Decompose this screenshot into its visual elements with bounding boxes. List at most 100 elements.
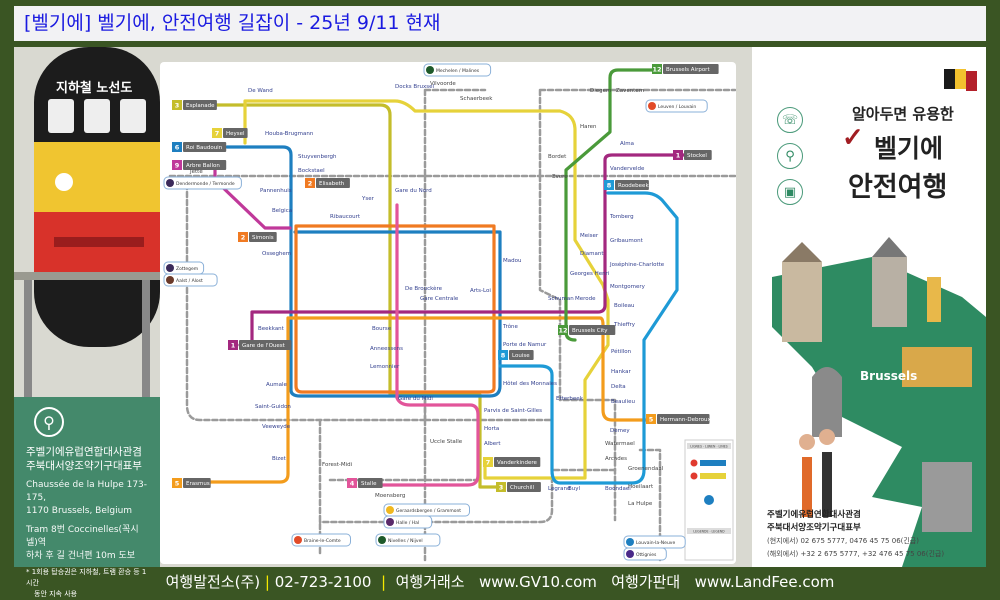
station[interactable]: Houba-Brugmann bbox=[265, 131, 314, 137]
station[interactable]: Gare Centrale bbox=[420, 296, 459, 302]
svg-text:Ribaucourt: Ribaucourt bbox=[330, 214, 361, 220]
station[interactable]: Beekkant bbox=[258, 326, 285, 332]
svg-text:Osseghem: Osseghem bbox=[262, 251, 291, 257]
station[interactable]: Beaulieu bbox=[611, 399, 635, 405]
svg-text:Houba-Brugmann: Houba-Brugmann bbox=[265, 131, 314, 137]
station[interactable]: Osseghem bbox=[262, 251, 291, 257]
svg-text:Gare Centrale: Gare Centrale bbox=[420, 296, 459, 302]
station[interactable]: Bizet bbox=[272, 456, 287, 462]
station[interactable]: Yser bbox=[361, 196, 375, 202]
belgium-flag-icon bbox=[944, 69, 977, 91]
station[interactable]: Jette bbox=[189, 169, 203, 175]
station[interactable]: Ribaucourt bbox=[330, 214, 361, 220]
station[interactable]: Diegem bbox=[590, 88, 611, 94]
station[interactable]: Stuyvenbergh bbox=[298, 154, 337, 160]
station[interactable]: Madou bbox=[503, 258, 521, 264]
station[interactable]: Trône bbox=[502, 323, 519, 330]
svg-text:Roodebeek: Roodebeek bbox=[618, 183, 649, 189]
station[interactable]: Parvis de Saint-Gilles bbox=[484, 408, 542, 414]
subtitle: 알아두면 유용한 bbox=[852, 105, 954, 123]
station[interactable]: Veeweyde bbox=[262, 424, 291, 430]
svg-text:Boileau: Boileau bbox=[614, 303, 634, 309]
station[interactable]: Belgica bbox=[272, 208, 292, 214]
org-name: 주벨기에유럽연합대사관겸 bbox=[767, 510, 861, 520]
station[interactable]: Arts-Loi bbox=[470, 288, 491, 294]
station[interactable]: Alma bbox=[620, 141, 634, 147]
station[interactable]: Haren bbox=[580, 124, 597, 130]
station[interactable]: Vilvoorde bbox=[430, 81, 456, 87]
train-label: 지하철 노선도 bbox=[56, 81, 133, 96]
footer-link-landfee[interactable]: www.LandFee.com bbox=[694, 573, 835, 591]
station[interactable]: Joséphine-Charlotte bbox=[609, 261, 665, 268]
station[interactable]: Meiser bbox=[580, 233, 599, 239]
station[interactable]: Hankar bbox=[611, 369, 631, 375]
station[interactable]: Demey bbox=[610, 428, 630, 434]
svg-text:Porte de Namur: Porte de Namur bbox=[503, 342, 547, 348]
station[interactable]: De Wand bbox=[248, 88, 273, 94]
station[interactable]: Gribaumont bbox=[610, 238, 644, 244]
station[interactable]: Gare du Midi bbox=[398, 396, 433, 402]
station[interactable]: Delta bbox=[611, 384, 626, 390]
svg-text:De Brouckère: De Brouckère bbox=[405, 285, 443, 292]
station[interactable]: Merode bbox=[575, 296, 596, 302]
station[interactable]: Thieffry bbox=[613, 322, 636, 328]
svg-text:Jette: Jette bbox=[189, 169, 203, 175]
station[interactable]: Bordet bbox=[548, 154, 567, 160]
station[interactable]: Gare du Nord bbox=[395, 188, 432, 194]
station[interactable]: Porte de Namur bbox=[503, 342, 547, 348]
station[interactable]: Lemonnier bbox=[370, 364, 400, 370]
svg-text:Yser: Yser bbox=[361, 196, 375, 202]
station[interactable]: Georges Henri bbox=[570, 271, 610, 277]
station[interactable]: La Hulpe bbox=[628, 501, 653, 507]
station[interactable]: Montgomery bbox=[610, 284, 646, 290]
svg-text:Heysel: Heysel bbox=[226, 131, 245, 137]
station[interactable]: Buyl bbox=[568, 486, 581, 492]
station[interactable]: Uccle Stalle bbox=[430, 439, 463, 445]
line-5 bbox=[203, 316, 652, 484]
station[interactable]: Forest-Midi bbox=[322, 462, 353, 468]
station[interactable]: Arcades bbox=[605, 456, 627, 462]
svg-text:Docks Bruxsel: Docks Bruxsel bbox=[395, 84, 434, 90]
svg-text:De Wand: De Wand bbox=[248, 88, 273, 94]
svg-text:Groenendaal: Groenendaal bbox=[628, 466, 664, 472]
station[interactable]: Schaerbeek bbox=[460, 96, 493, 102]
station[interactable]: Bourse bbox=[372, 326, 392, 332]
station[interactable]: Evere bbox=[552, 174, 568, 180]
station[interactable]: Hoeilaart bbox=[628, 484, 654, 490]
station[interactable]: Horta bbox=[484, 426, 499, 432]
station[interactable]: Groenendaal bbox=[628, 466, 664, 472]
station[interactable]: Watermael bbox=[605, 441, 635, 447]
station[interactable]: Pétillon bbox=[611, 348, 632, 355]
svg-text:Stuyvenbergh: Stuyvenbergh bbox=[298, 154, 337, 160]
svg-text:Forest-Midi: Forest-Midi bbox=[322, 462, 353, 468]
station[interactable]: Moensberg bbox=[375, 493, 405, 499]
station[interactable]: Anneessens bbox=[370, 346, 403, 352]
footer-link-gv10[interactable]: www.GV10.com bbox=[478, 573, 597, 591]
station[interactable]: Schuman bbox=[548, 296, 574, 302]
svg-text:Mechelen / Malines: Mechelen / Malines bbox=[436, 68, 480, 74]
station[interactable]: Etterbeek bbox=[556, 396, 584, 402]
station[interactable]: Aumale bbox=[266, 382, 288, 388]
station[interactable]: De Brouckère bbox=[405, 285, 443, 292]
line-8 bbox=[498, 191, 679, 485]
station[interactable]: Legrand bbox=[548, 486, 570, 492]
footer-divider: | bbox=[381, 573, 387, 591]
station[interactable]: Pannenhuis bbox=[260, 188, 292, 194]
station[interactable]: Zaventem bbox=[616, 88, 644, 94]
station[interactable]: Bockstael bbox=[298, 168, 325, 174]
station[interactable]: Boondael bbox=[605, 486, 631, 492]
station[interactable]: Tomberg bbox=[609, 214, 634, 220]
brussels-illustration bbox=[772, 237, 986, 567]
station[interactable]: Hôtel des Monnaies bbox=[503, 380, 557, 387]
station[interactable]: Docks Bruxsel bbox=[395, 84, 434, 90]
station[interactable]: Boileau bbox=[614, 303, 634, 309]
station[interactable]: Saint-Guidon bbox=[255, 404, 291, 410]
station[interactable]: Diamant bbox=[580, 251, 604, 257]
station[interactable]: Vandervelde bbox=[610, 166, 645, 172]
station[interactable]: Albert bbox=[484, 441, 501, 447]
